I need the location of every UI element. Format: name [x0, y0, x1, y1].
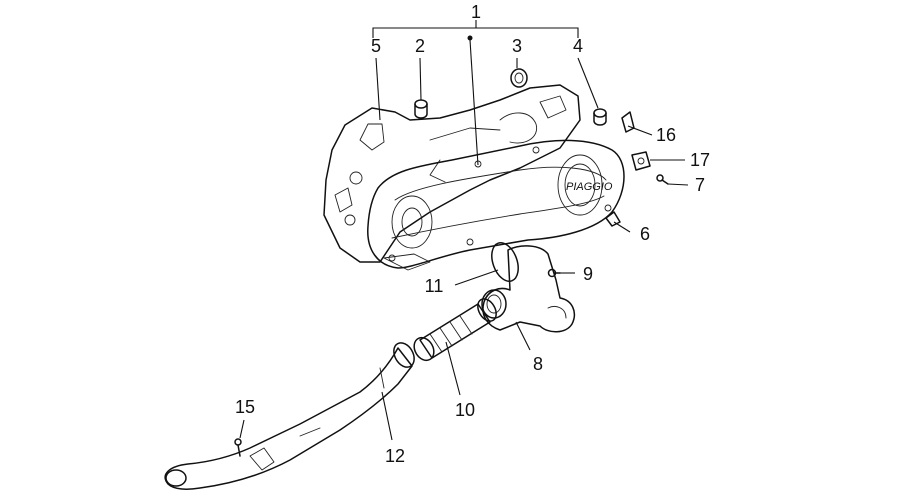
callout-9: 9 — [583, 264, 593, 284]
transmission-cover: PIAGGIO — [367, 139, 625, 271]
clip-16 — [621, 111, 635, 133]
gasket-11 — [491, 242, 519, 282]
callout-3: 3 — [512, 36, 522, 56]
callout-5: 5 — [371, 36, 381, 56]
intake-duct-8 — [481, 245, 576, 333]
crankcase-housing — [323, 84, 581, 263]
callout-15: 15 — [235, 397, 255, 417]
callout-1: 1 — [471, 2, 481, 22]
screw-15 — [234, 438, 242, 457]
bellows-hose-10 — [413, 303, 491, 362]
air-duct-12 — [164, 347, 413, 490]
callout-11: 11 — [425, 276, 444, 296]
clip-6 — [605, 211, 621, 227]
hose-clamp-10b — [393, 342, 415, 368]
dowel-pin-4 — [593, 108, 607, 126]
leader-lines — [239, 20, 689, 441]
callout-6: 6 — [640, 224, 650, 244]
callout-10: 10 — [455, 400, 475, 420]
callout-numbers: 1 2 3 4 5 6 7 8 9 10 11 12 15 16 17 — [235, 2, 710, 466]
dowel-pin-2 — [414, 99, 428, 119]
oil-seal-3 — [510, 68, 528, 88]
cover-logo-text: PIAGGIO — [566, 181, 613, 193]
callout-2: 2 — [415, 36, 425, 56]
hose-clamp-10a — [477, 298, 497, 322]
callout-7: 7 — [695, 175, 705, 195]
clamp-17 — [631, 151, 651, 171]
callout-12: 12 — [385, 446, 405, 466]
callout-8: 8 — [533, 354, 543, 374]
screw-7 — [656, 174, 669, 185]
callout-4: 4 — [573, 36, 583, 56]
callout-17: 17 — [690, 150, 710, 170]
callout-16: 16 — [656, 125, 676, 145]
